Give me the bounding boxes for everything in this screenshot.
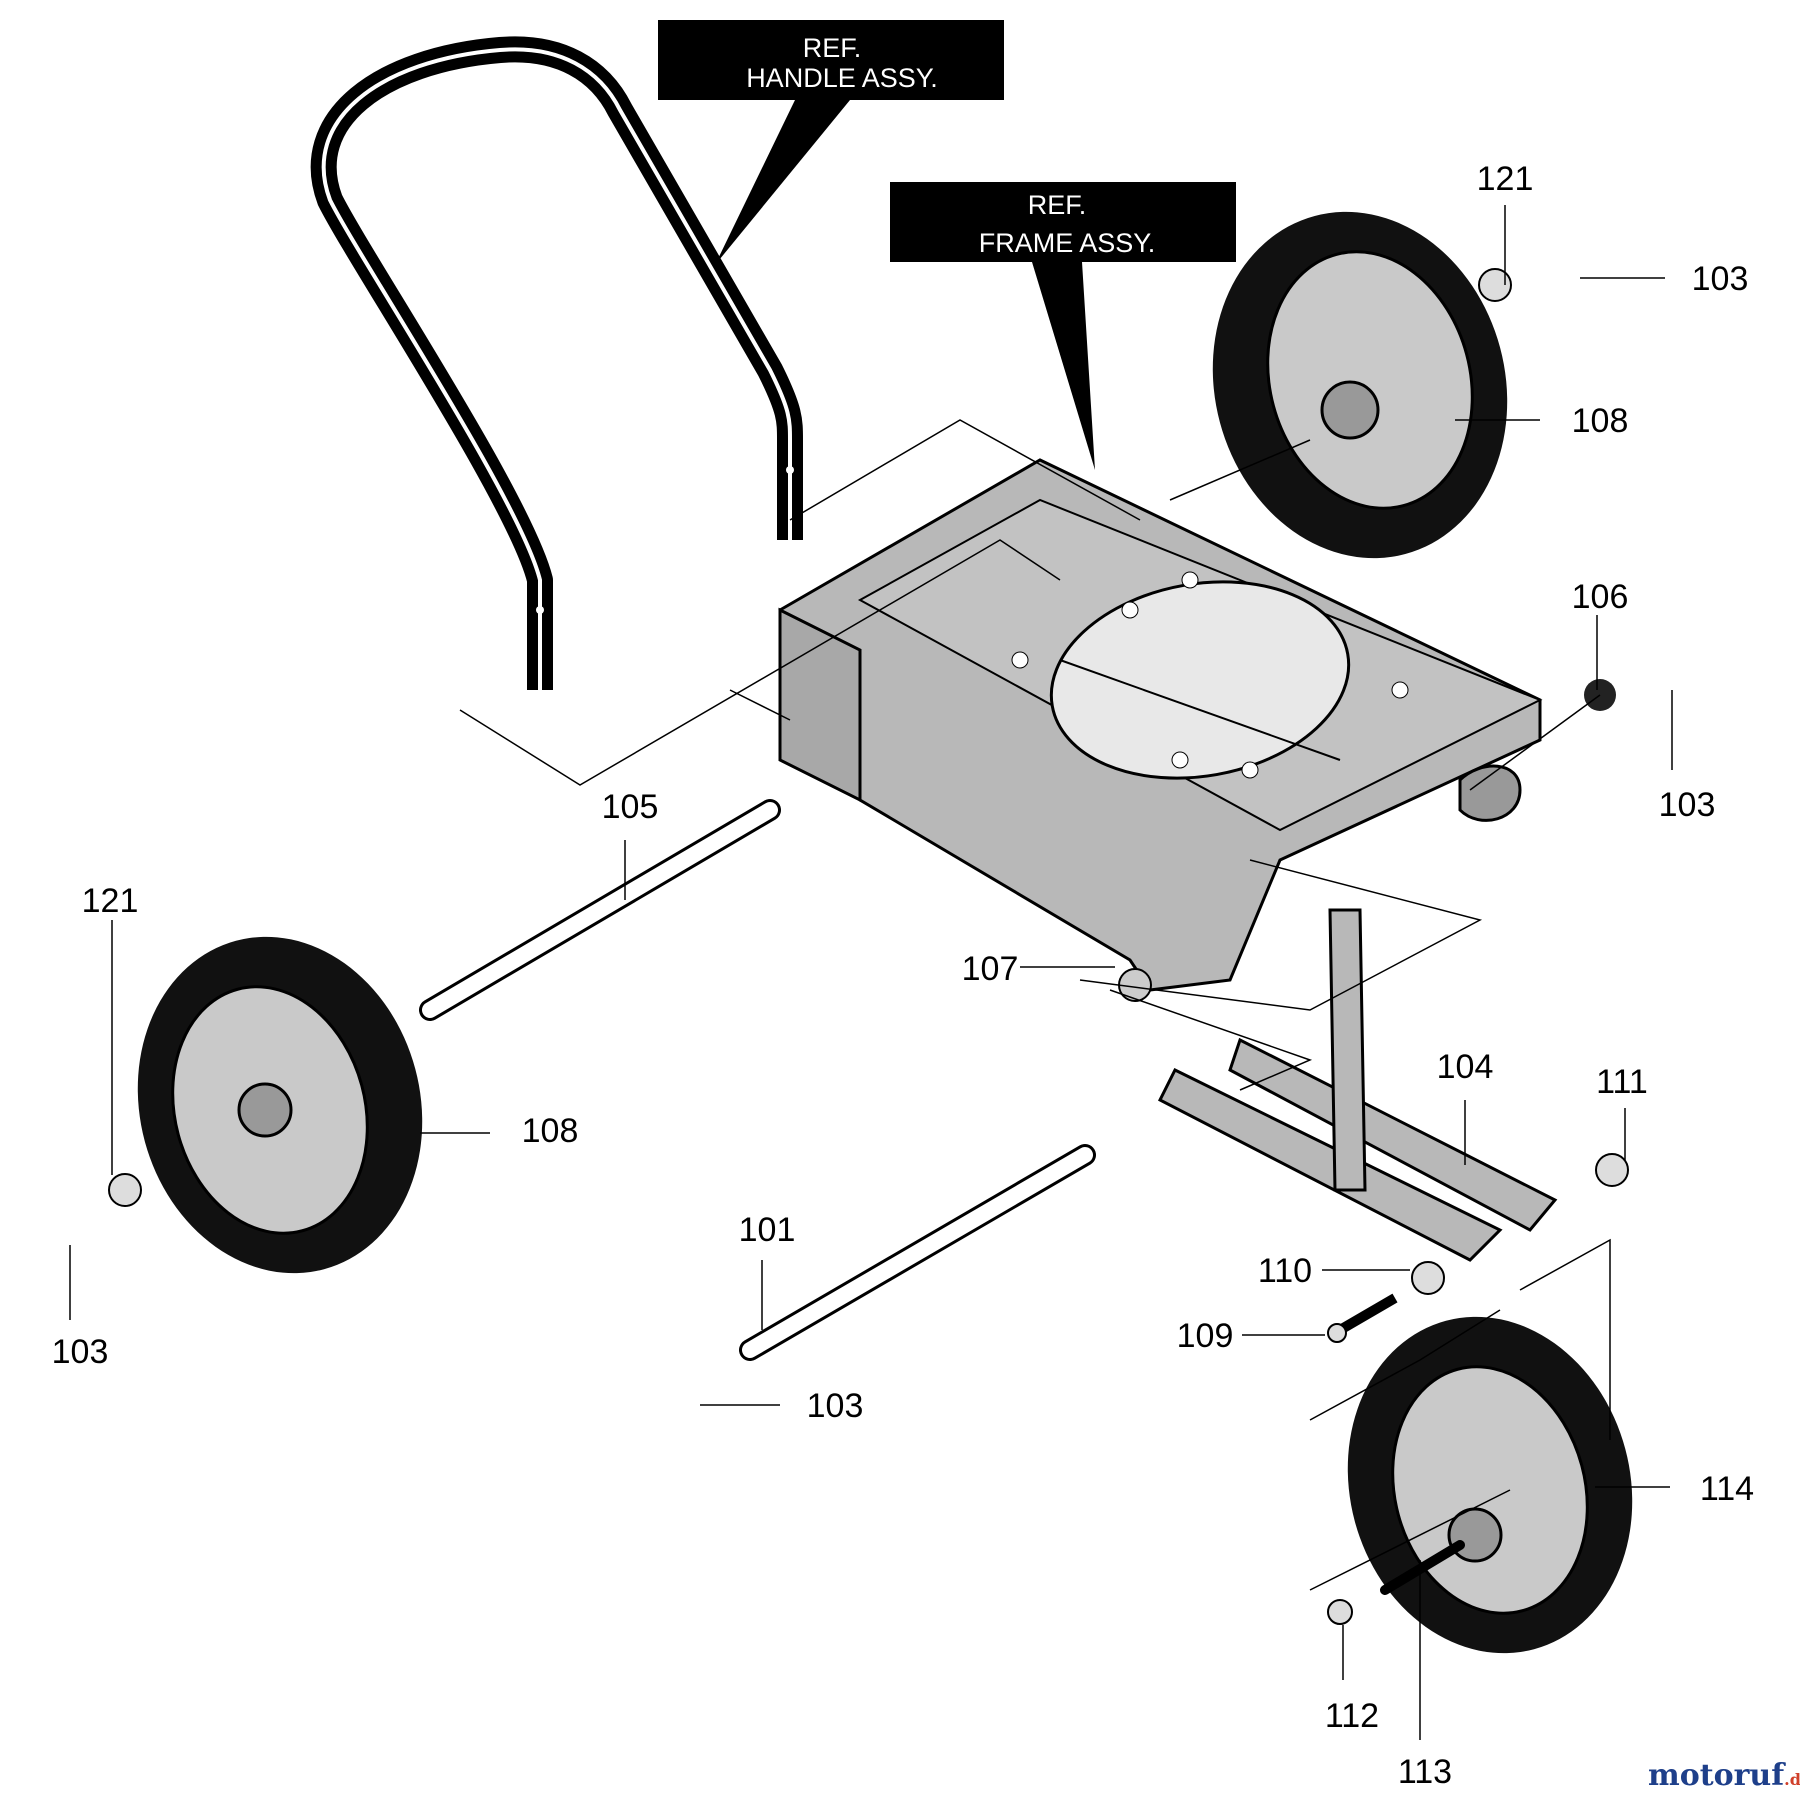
label-106: 106 <box>1572 578 1629 616</box>
frame-ref-callout: REF. FRAME ASSY. <box>890 182 1236 470</box>
label-113: 113 <box>1398 1753 1452 1791</box>
part-labels: 121 103 108 106 103 105 121 108 103 107 … <box>52 160 1754 1791</box>
axle-105 <box>419 799 781 1021</box>
label-109: 109 <box>1177 1317 1234 1355</box>
frame-ref-line2: FRAME ASSY. <box>979 228 1156 258</box>
svg-text:motoruf.de: motoruf.de <box>1648 1758 1800 1793</box>
label-104: 104 <box>1437 1048 1494 1086</box>
label-111: 111 <box>1596 1063 1648 1101</box>
label-101: 101 <box>739 1211 796 1249</box>
watermark-suffix: .de <box>1784 1770 1800 1789</box>
wheel-top-right <box>1212 211 1508 559</box>
label-103-right: 103 <box>1659 786 1716 824</box>
label-108-top: 108 <box>1572 402 1629 440</box>
label-114: 114 <box>1700 1470 1754 1508</box>
label-110: 110 <box>1258 1252 1312 1290</box>
wheel-left <box>137 936 423 1274</box>
watermark-brand: motoruf <box>1648 1758 1786 1793</box>
label-107: 107 <box>962 950 1019 988</box>
label-105: 105 <box>602 788 659 826</box>
handle-ref-line2: HANDLE ASSY. <box>746 63 938 93</box>
label-103-top: 103 <box>1692 260 1749 298</box>
guide-lines <box>459 419 1611 1591</box>
label-103-left: 103 <box>52 1333 109 1371</box>
handle-ref-callout: REF. HANDLE ASSY. <box>658 20 1004 265</box>
axle-113 <box>1380 1540 1465 1595</box>
label-103-bottom: 103 <box>807 1387 864 1425</box>
label-112: 112 <box>1325 1697 1379 1735</box>
leader-lines <box>69 205 1673 1740</box>
axle-101 <box>739 1144 1096 1361</box>
frame-assembly <box>778 458 1543 992</box>
label-121-top: 121 <box>1477 160 1534 198</box>
frame-ref-line1: REF. <box>1028 190 1087 220</box>
wheel-bottom-right <box>1347 1316 1633 1654</box>
handle-ref-line1: REF. <box>803 33 862 63</box>
caster-bracket <box>1157 908 1558 1262</box>
label-108-left: 108 <box>522 1112 579 1150</box>
watermark-logo: motoruf.de <box>1648 1758 1800 1793</box>
handle-assembly <box>310 36 803 690</box>
label-121-left: 121 <box>82 882 139 920</box>
